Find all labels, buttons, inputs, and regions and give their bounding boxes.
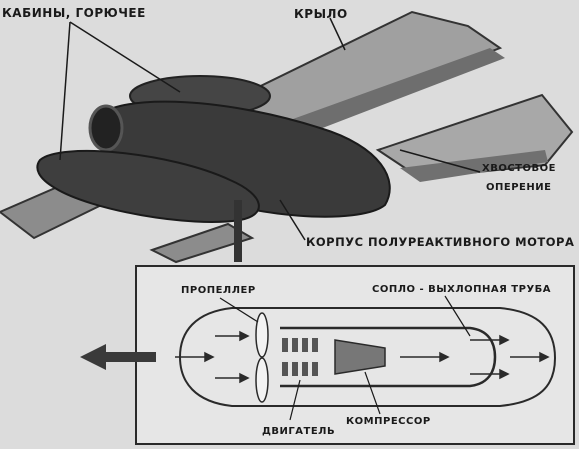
label-engine: ДВИГАТЕЛЬ xyxy=(262,426,336,437)
label-tail-line2: ОПЕРЕНИЕ xyxy=(486,182,552,193)
engine-cylinders xyxy=(282,338,318,376)
direction-arrow xyxy=(80,344,156,370)
intake xyxy=(88,104,124,152)
label-body: КОРПУС ПОЛУРЕАКТИВНОГО МОТОРА xyxy=(306,235,575,249)
label-tail-line1: ХВОСТОВОЕ xyxy=(482,163,556,174)
main-wing-flap xyxy=(268,48,505,142)
display-stand xyxy=(234,200,242,262)
label-compressor: КОМПРЕССОР xyxy=(346,416,431,427)
label-propeller: ПРОПЕЛЛЕР xyxy=(181,285,256,296)
nacelle-outline xyxy=(178,307,557,407)
leader-lines xyxy=(59,17,481,241)
left-pod xyxy=(36,149,260,223)
schematic-leaders xyxy=(219,295,471,421)
compressor-unit xyxy=(334,339,386,375)
lower-tail xyxy=(149,222,255,264)
label-wing: КРЫЛО xyxy=(294,7,348,21)
label-nozzle: СОПЛО - ВЫХЛОПНАЯ ТРУБА xyxy=(372,284,552,295)
inner-duct xyxy=(280,326,497,388)
tail-fin xyxy=(400,150,548,182)
airflow-arrows xyxy=(175,330,550,384)
propeller-blades xyxy=(255,312,269,403)
label-cabins-fuel: КАБИНЫ, ГОРЮЧЕЕ xyxy=(2,6,146,20)
